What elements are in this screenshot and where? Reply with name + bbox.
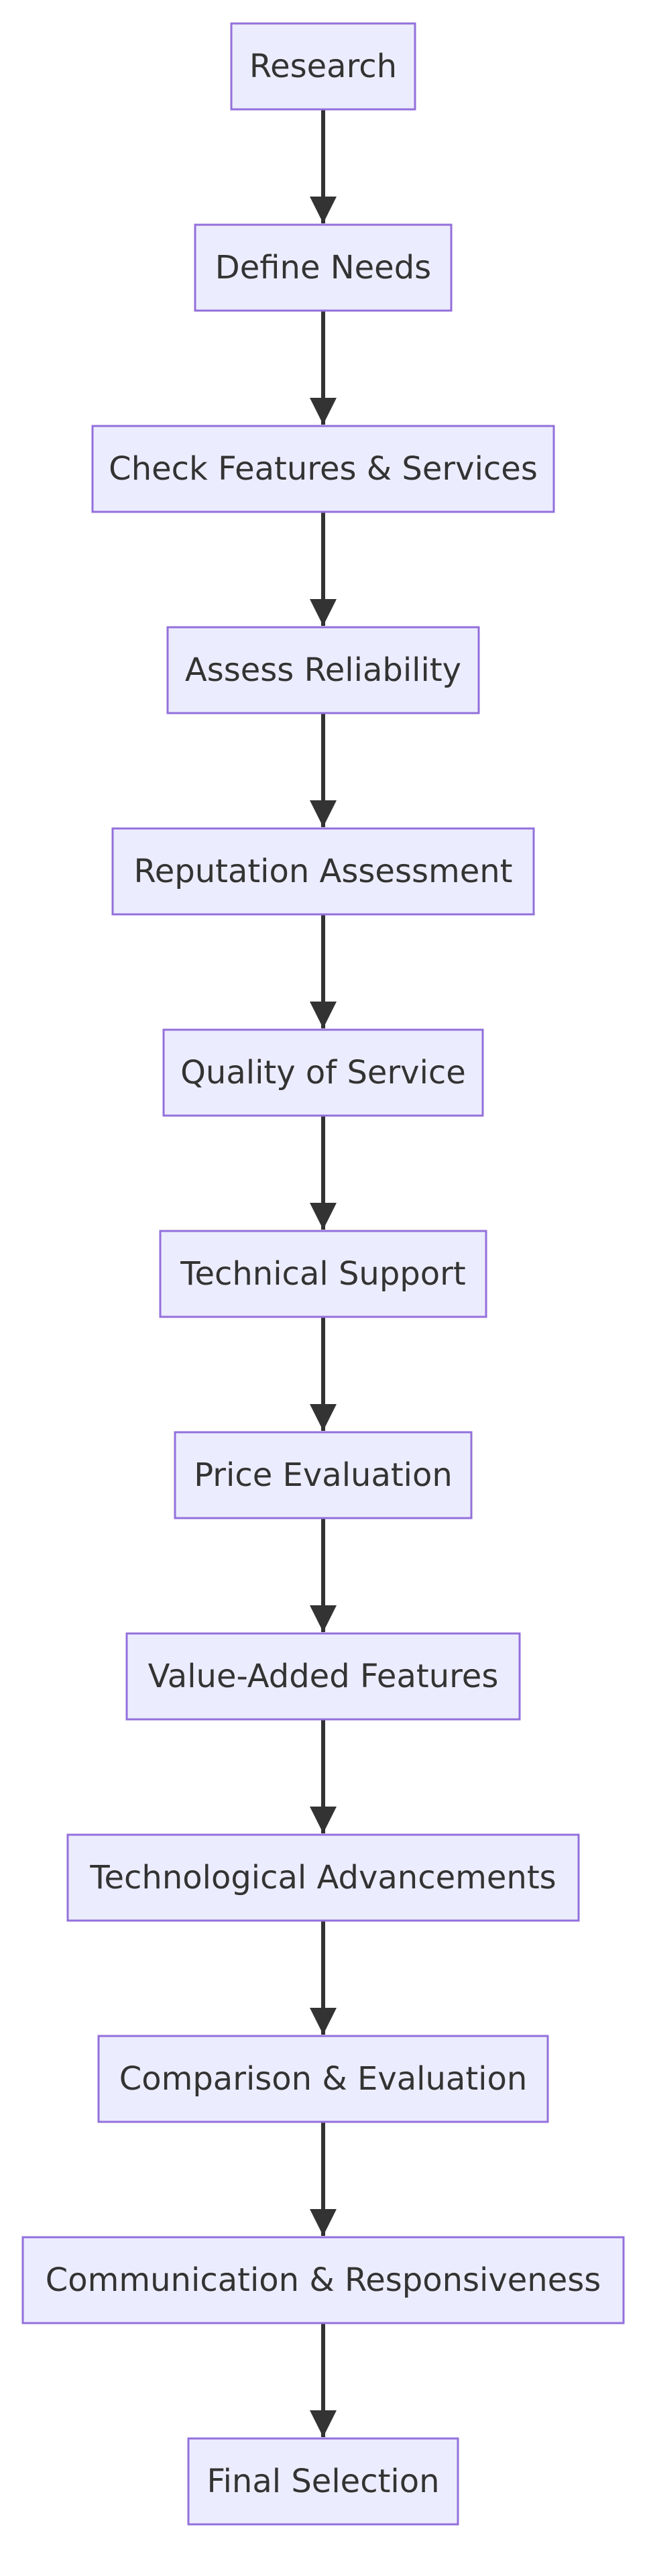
node-box	[91, 425, 555, 513]
arrowhead-icon	[310, 2410, 337, 2437]
arrowhead-icon	[310, 1807, 337, 1833]
node-box	[21, 2236, 625, 2324]
node-box	[162, 1028, 484, 1117]
node-label: Technological Advancements	[89, 1859, 556, 1896]
node-box	[125, 1632, 521, 1721]
node-label: Comparison & Evaluation	[119, 2060, 528, 2098]
node-label: Communication & Responsiveness	[46, 2261, 601, 2299]
node-box	[66, 1833, 580, 1922]
flow-node: Define Needs	[194, 223, 453, 312]
arrowhead-icon	[310, 2008, 337, 2035]
arrowhead-icon	[310, 1203, 337, 1230]
node-label: Research	[249, 48, 397, 85]
node-label: Price Evaluation	[194, 1456, 453, 1494]
node-label: Final Selection	[207, 2463, 439, 2500]
flow-node: Research	[230, 22, 416, 111]
flow-node: Quality of Service	[162, 1028, 484, 1117]
flow-node: Assess Reliability	[166, 626, 480, 714]
node-box	[174, 1431, 473, 1519]
arrowhead-icon	[310, 1404, 337, 1431]
flow-node: Technological Advancements	[66, 1833, 580, 1922]
flow-node: Check Features & Services	[91, 425, 555, 513]
node-box	[159, 1230, 487, 1318]
node-label: Define Needs	[215, 249, 431, 286]
node-label: Check Features & Services	[109, 450, 538, 488]
arrowhead-icon	[310, 1605, 337, 1632]
arrowhead-icon	[310, 2209, 337, 2236]
node-box	[111, 827, 535, 916]
node-box	[230, 22, 416, 111]
arrowhead-icon	[310, 398, 337, 425]
node-box	[194, 223, 453, 312]
node-label: Value-Added Features	[148, 1658, 499, 1695]
node-box	[187, 2437, 459, 2526]
node-box	[97, 2035, 549, 2123]
edges-layer	[310, 109, 337, 2437]
flow-node: Technical Support	[159, 1230, 487, 1318]
arrowhead-icon	[310, 1002, 337, 1028]
flow-node: Value-Added Features	[125, 1632, 521, 1721]
node-label: Assess Reliability	[185, 651, 461, 689]
node-box	[166, 626, 480, 714]
arrowhead-icon	[310, 800, 337, 827]
node-label: Technical Support	[180, 1255, 465, 1293]
node-label: Reputation Assessment	[134, 853, 513, 890]
flow-node: Reputation Assessment	[111, 827, 535, 916]
flow-node: Comparison & Evaluation	[97, 2035, 549, 2123]
node-label: Quality of Service	[180, 1054, 466, 1091]
flow-node: Price Evaluation	[174, 1431, 473, 1519]
flow-node: Communication & Responsiveness	[21, 2236, 625, 2324]
arrowhead-icon	[310, 197, 337, 223]
arrowhead-icon	[310, 599, 337, 626]
flow-node: Final Selection	[187, 2437, 459, 2526]
